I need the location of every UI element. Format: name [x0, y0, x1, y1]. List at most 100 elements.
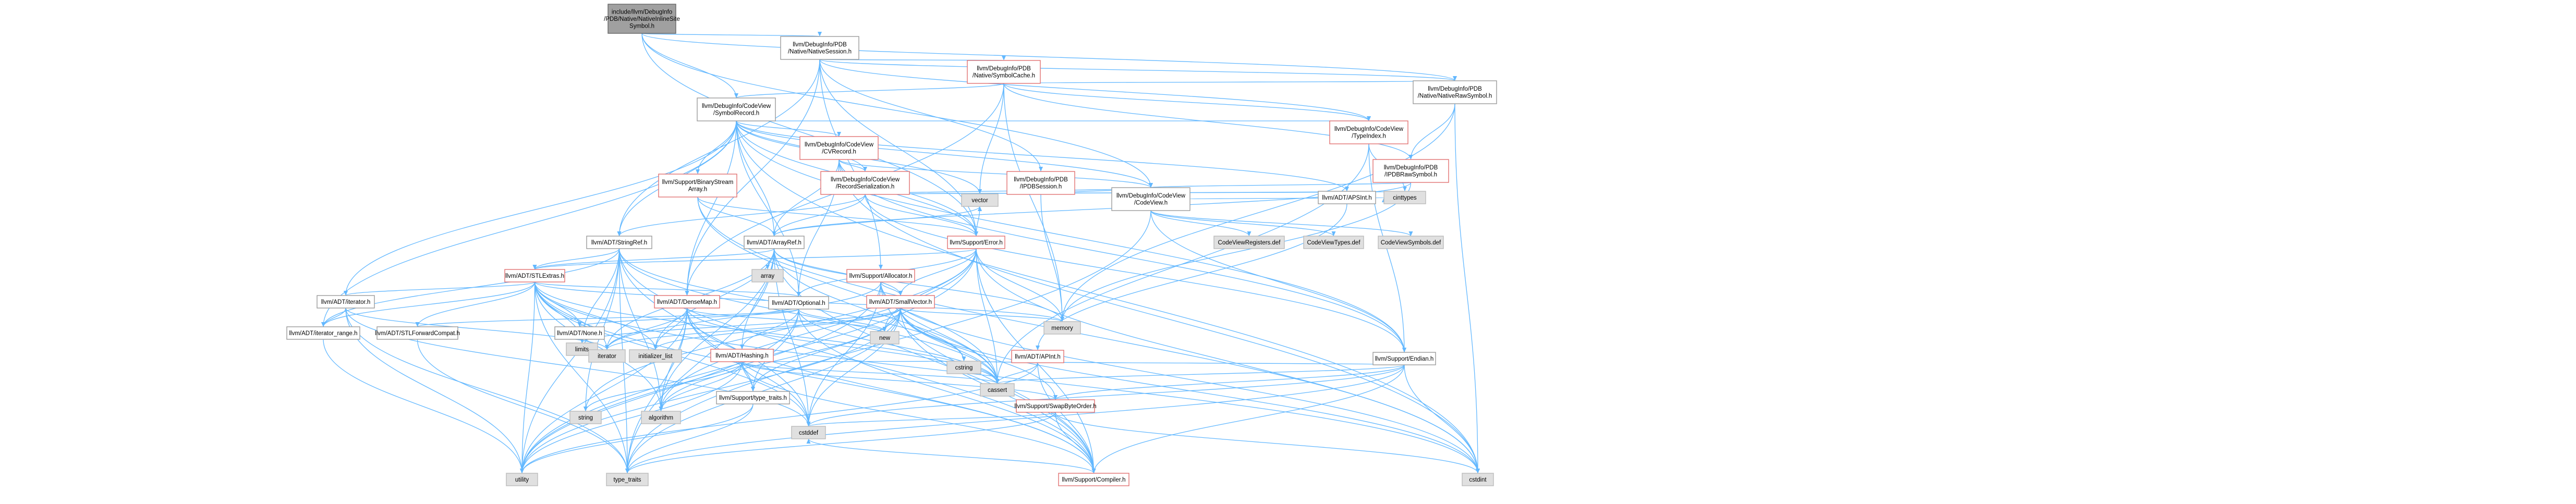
node-label: llvm/DebugInfo/PDB: [977, 66, 1031, 72]
edge-ipdbrawsymbol-to-memory: [1062, 182, 1412, 322]
node-cvrecord[interactable]: llvm/DebugInfo/CodeView/CVRecord.h: [799, 136, 879, 160]
node-ipdbsession[interactable]: llvm/DebugInfo/PDB/IPDBSession.h: [1006, 171, 1075, 195]
node-iteratorrange[interactable]: llvm/ADT/iterator_range.h: [286, 326, 360, 340]
node-stringref[interactable]: llvm/ADT/StringRef.h: [586, 236, 652, 249]
node-none[interactable]: llvm/ADT/None.h: [554, 326, 605, 340]
edge-stlextras-to-iteratorrange: [323, 281, 536, 327]
edge-arrowhead: [1091, 469, 1096, 473]
edge-arrowhead: [882, 327, 887, 331]
node-typetraits[interactable]: llvm/Support/type_traits.h: [716, 391, 790, 404]
node-arrayref[interactable]: llvm/ADT/ArrayRef.h: [744, 236, 805, 249]
node-ipdbrawsymbol[interactable]: llvm/DebugInfo/PDB/IPDBRawSymbol.h: [1372, 159, 1449, 183]
edge-arrowhead: [321, 322, 325, 327]
node-allocator[interactable]: llvm/Support/Allocator.h: [846, 269, 915, 282]
node-label: /TypeIndex.h: [1352, 133, 1386, 140]
node-label: llvm/ADT/STLExtras.h: [505, 273, 564, 279]
edge-endian-to-compiler: [1093, 364, 1405, 474]
edge-smallvector-to-typetraits: [752, 308, 901, 392]
node-cstdint: cstdint: [1462, 473, 1494, 486]
node-endian[interactable]: llvm/Support/Endian.h: [1372, 352, 1436, 365]
node-box: [629, 349, 682, 363]
edge-hashing-to-cassert: [742, 361, 998, 384]
node-optional[interactable]: llvm/ADT/Optional.h: [768, 296, 829, 310]
node-label: /CVRecord.h: [822, 149, 856, 155]
node-type_traits: type_traits: [606, 473, 649, 486]
node-box: [697, 97, 776, 121]
edge-smallvector-to-limits: [581, 308, 901, 343]
node-cvsymbols: CodeViewSymbols.def: [1378, 236, 1444, 249]
node-recordserialization[interactable]: llvm/DebugInfo/CodeView/RecordSerializat…: [820, 171, 910, 195]
edge-stlextras-to-iterator: [345, 281, 536, 296]
node-densemap[interactable]: llvm/ADT/DenseMap.h: [654, 295, 720, 309]
edge-arrowhead: [837, 132, 841, 137]
edge-hashing-to-string: [585, 361, 743, 412]
node-stlforwardcompat[interactable]: llvm/ADT/STLForwardCompat.h: [375, 326, 460, 340]
node-iterator[interactable]: llvm/ADT/iterator.h: [317, 295, 375, 309]
edge-densemap-to-cstddef: [686, 308, 809, 427]
node-label: /Native/NativeSession.h: [788, 49, 852, 55]
node-label: llvm/ADT/Optional.h: [772, 300, 825, 306]
edge-arrowhead: [863, 167, 867, 171]
edge-root-to-symbolrecord: [641, 33, 737, 99]
edge-arrowhead: [1453, 76, 1457, 81]
edge-symbolrecord-to-arrayref: [736, 120, 775, 237]
node-label: llvm/Support/Compiler.h: [1062, 477, 1125, 483]
node-compiler[interactable]: llvm/Support/Compiler.h: [1058, 473, 1129, 486]
node-utility: utility: [506, 473, 538, 486]
node-string: string: [569, 411, 602, 424]
edge-root-to-nativerawsymbol: [641, 33, 1455, 81]
node-label: cstdint: [1469, 477, 1487, 483]
node-label: llvm/DebugInfo/PDB: [1014, 177, 1068, 183]
edge-recordserialization-to-endian: [865, 194, 1405, 353]
edge-stringref-to-cstddef: [618, 248, 809, 427]
node-hashing[interactable]: llvm/ADT/Hashing.h: [710, 349, 774, 362]
edge-densemap-to-compiler: [686, 308, 1095, 474]
edge-symbolrecord-to-apsint: [736, 120, 1347, 192]
edge-arrowhead: [818, 32, 822, 36]
edge-symbolrecord-to-binarystreamarray: [697, 120, 737, 175]
edge-arrowhead: [1036, 346, 1040, 350]
node-box: [1303, 236, 1364, 249]
node-apint[interactable]: llvm/ADT/APInt.h: [1011, 350, 1064, 363]
edge-swapbyteorder-to-type_traits: [627, 412, 1056, 474]
edge-symbolrecord-to-cstdint: [736, 120, 1478, 474]
edge-stlextras-to-initlist: [534, 281, 656, 350]
node-label: algorithm: [649, 415, 673, 421]
node-symbolrecord[interactable]: llvm/DebugInfo/CodeView/SymbolRecord.h: [697, 97, 776, 121]
node-box: [768, 296, 829, 310]
node-codeview[interactable]: llvm/DebugInfo/CodeView/CodeView.h: [1111, 187, 1190, 211]
node-symbolcache[interactable]: llvm/DebugInfo/PDB/Native/SymbolCache.h: [967, 60, 1041, 84]
node-box: [286, 326, 360, 340]
node-box: [716, 391, 790, 404]
edge-optional-to-stlforwardcompat: [417, 309, 799, 327]
node-typeindex[interactable]: llvm/DebugInfo/CodeView/TypeIndex.h: [1329, 120, 1408, 144]
dependency-edges: [321, 32, 1480, 474]
node-box: [1378, 236, 1444, 249]
edge-arrowhead: [879, 265, 883, 269]
node-label: llvm/DebugInfo/PDB: [1384, 165, 1438, 171]
node-swapbyteorder[interactable]: llvm/Support/SwapByteOrder.h: [1014, 399, 1097, 413]
node-apsint[interactable]: llvm/ADT/APSInt.h: [1318, 191, 1376, 204]
node-smallvector[interactable]: llvm/ADT/SmallVector.h: [866, 295, 935, 309]
node-box: [1058, 473, 1129, 486]
node-stlextras[interactable]: llvm/ADT/STLExtras.h: [504, 269, 565, 282]
edge-arrowhead: [1053, 395, 1058, 400]
node-box: [1413, 80, 1497, 104]
node-box: [1372, 159, 1449, 183]
node-label: /Native/NativeRawSymbol.h: [1418, 93, 1492, 100]
edge-symbolcache-to-vector: [979, 83, 1004, 194]
edge-arrowhead: [1149, 183, 1153, 188]
edge-binarystreamarray-to-error: [697, 196, 977, 237]
edge-error-to-cassert: [976, 248, 998, 384]
node-label: new: [879, 335, 891, 341]
edge-arrowhead: [1476, 469, 1480, 473]
edge-nativesession-to-allocator: [819, 59, 881, 270]
node-nativesession[interactable]: llvm/DebugInfo/PDB/Native/NativeSession.…: [780, 36, 859, 60]
node-box: [586, 236, 652, 249]
node-error[interactable]: llvm/Support/Error.h: [947, 236, 1005, 249]
edge-symbolcache-to-typeindex: [1003, 83, 1369, 121]
node-box: [967, 60, 1041, 84]
node-array: array: [751, 269, 784, 282]
node-nativerawsymbol[interactable]: llvm/DebugInfo/PDB/Native/NativeRawSymbo…: [1413, 80, 1497, 104]
